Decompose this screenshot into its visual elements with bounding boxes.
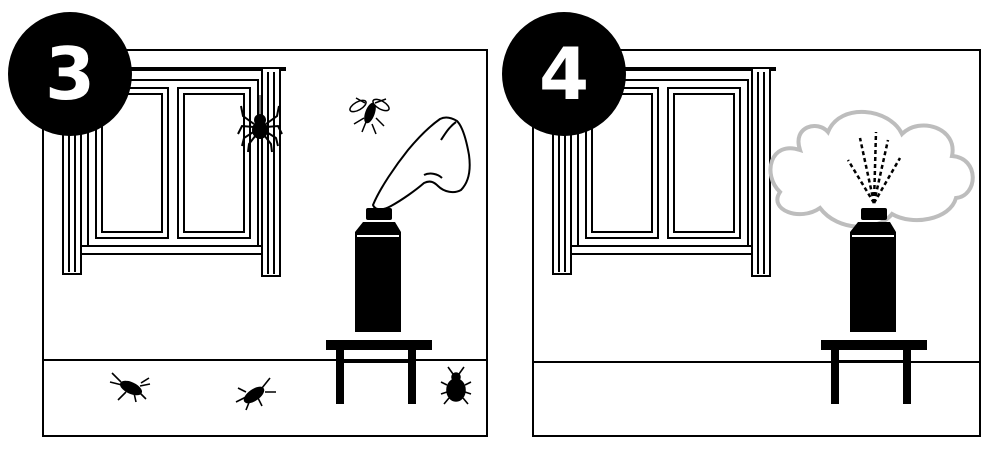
curtain-right	[261, 69, 281, 277]
side-table-icon	[821, 340, 927, 404]
step-3-panel: 3	[8, 12, 488, 437]
spray-mist-icon	[846, 131, 902, 204]
step-4-panel: 4	[500, 0, 1000, 450]
pointing-hand-icon	[372, 116, 471, 211]
step-3-illustration	[42, 49, 488, 437]
cockroach-icon	[235, 377, 276, 411]
spray-can-icon	[850, 208, 896, 332]
step-number: 4	[538, 32, 590, 116]
spray-can-icon	[355, 208, 401, 332]
step-number-badge: 3	[8, 12, 132, 136]
fly-icon	[349, 97, 390, 135]
side-table-icon	[326, 340, 432, 404]
beetle-icon	[440, 366, 472, 405]
curtain-right	[751, 69, 771, 277]
spider-icon	[237, 95, 283, 153]
window	[60, 67, 286, 255]
spray-cloud-icon	[768, 109, 975, 229]
cockroach-icon	[109, 372, 151, 403]
step-number-badge: 4	[502, 12, 626, 136]
step-number: 3	[44, 32, 96, 116]
